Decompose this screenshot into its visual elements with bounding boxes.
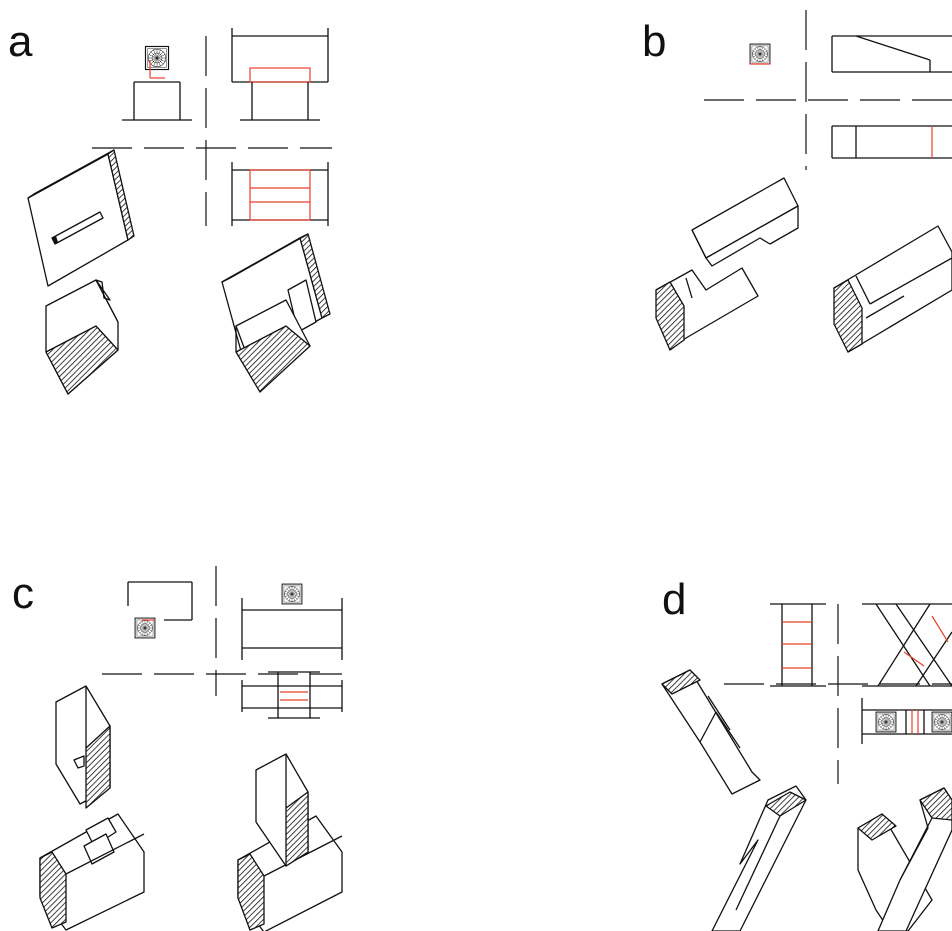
panel-c-isometric-tenon-piece xyxy=(55,685,111,809)
panel-c-isometric-mortise-piece xyxy=(39,813,145,931)
panel-d-endgrain-symbol-right xyxy=(931,711,952,733)
panel-a-isometric-assembled-joint xyxy=(221,233,331,393)
panel-d: d xyxy=(661,575,952,931)
panel-a-endgrain-symbol xyxy=(144,45,170,71)
panel-c: c xyxy=(12,566,343,931)
panel-c-side-endgrain-symbol xyxy=(134,617,156,639)
panel-a-isometric-mortise-piece xyxy=(27,149,135,287)
panel-d-endgrain-symbol-left xyxy=(875,711,897,733)
panel-c-isometric-assembled-joint xyxy=(237,753,343,931)
panel-b-isometric-upper-half xyxy=(691,177,799,267)
panel-a: a xyxy=(8,17,332,395)
panel-label-b: b xyxy=(642,17,666,66)
panel-d-isometric-first-half xyxy=(661,669,761,795)
panel-label-a: a xyxy=(8,17,33,66)
panel-b-orthographic-views xyxy=(704,10,952,170)
panel-d-orthographic-views xyxy=(724,603,952,784)
panel-b-endgrain-symbol xyxy=(749,43,771,65)
panel-a-isometric-tenon-piece xyxy=(45,279,119,395)
panel-c-front-endgrain-symbol xyxy=(281,583,303,605)
panel-a-orthographic-views xyxy=(92,28,332,226)
panel-label-c: c xyxy=(12,569,34,618)
panel-d-isometric-assembled-joint xyxy=(857,787,952,931)
panel-b-isometric-assembled-joint xyxy=(833,225,952,353)
panel-label-d: d xyxy=(662,575,686,624)
panel-c-orthographic-views xyxy=(102,566,343,719)
panel-b: b xyxy=(642,10,952,353)
panel-d-isometric-second-half xyxy=(711,785,807,931)
panel-b-isometric-lower-half xyxy=(655,267,759,351)
